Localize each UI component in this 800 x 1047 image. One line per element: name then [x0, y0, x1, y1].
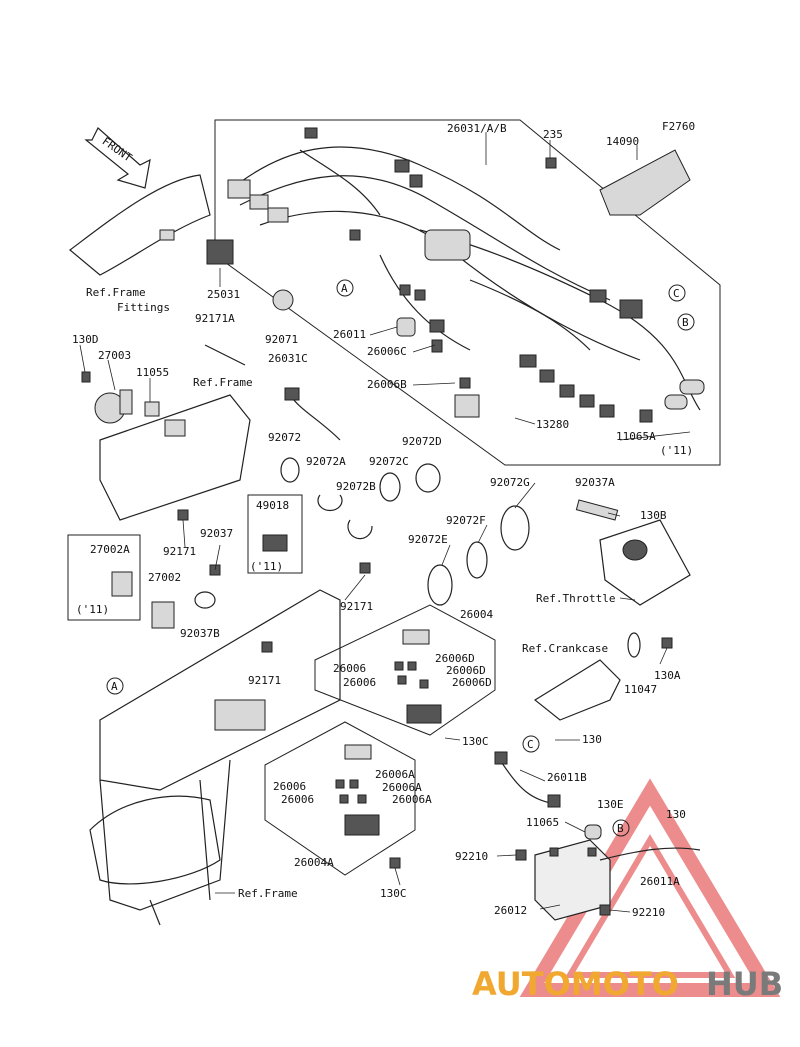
label-ref-throttle: Ref.Throttle — [536, 592, 615, 605]
label-25031: 25031 — [207, 288, 240, 301]
label-ref-crankcase: Ref.Crankcase — [522, 642, 608, 655]
part-labels: F2760 26031/A/B 235 14090 25031 Ref.Fram… — [72, 120, 695, 919]
bolt-235-shape — [545, 157, 557, 169]
label-26006-3: 26006 — [273, 780, 306, 793]
label-92072f: 92072F — [446, 514, 486, 527]
callout-b-2: B — [617, 822, 624, 835]
label-26006-1: 26006 — [333, 662, 366, 675]
label-26004a: 26004A — [294, 856, 334, 869]
watermark-part2: HUB — [706, 965, 783, 1003]
label-27002: 27002 — [148, 571, 181, 584]
label-130b: 130B — [640, 509, 667, 522]
label-130c-1: 130C — [462, 735, 489, 748]
label-27003: 27003 — [98, 349, 131, 362]
relay-27002a-box — [67, 534, 141, 621]
label-235: 235 — [543, 128, 563, 141]
label-92210-1: 92210 — [455, 850, 488, 863]
figure-code: F2760 — [662, 120, 695, 133]
label-year-11-a: ('11) — [660, 444, 693, 457]
label-92171-2: 92171 — [340, 600, 373, 613]
callout-a-2: A — [111, 680, 118, 693]
label-11055: 11055 — [136, 366, 169, 379]
grommet-92071-shape — [272, 289, 294, 311]
label-26006a-1: 26006A — [375, 768, 415, 781]
label-26012: 26012 — [494, 904, 527, 917]
callout-c-1: C — [673, 287, 680, 300]
label-92210-2: 92210 — [632, 906, 665, 919]
frame-fittings — [69, 174, 234, 276]
label-92037: 92037 — [200, 527, 233, 540]
label-130c-2: 130C — [380, 887, 407, 900]
label-26006a-2: 26006A — [382, 781, 422, 794]
lower-frame — [89, 589, 341, 926]
front-arrow-icon: FRONT — [84, 127, 151, 189]
label-130e: 130E — [597, 798, 624, 811]
callout-b-1: B — [682, 316, 689, 329]
fusebox-26004-box — [314, 604, 496, 736]
label-92072d: 92072D — [402, 435, 442, 448]
label-92171a: 92171A — [195, 312, 235, 325]
label-92171-1: 92171 — [163, 545, 196, 558]
label-27002a: 27002A — [90, 543, 130, 556]
label-26031-a-b: 26031/A/B — [447, 122, 507, 135]
label-13280: 13280 — [536, 418, 569, 431]
label-11065a: 11065A — [616, 430, 656, 443]
label-ref-frame-fittings-1: Ref.Frame — [86, 286, 146, 299]
fuse-49018-box — [247, 494, 303, 574]
label-ref-frame-fittings-2: Fittings — [117, 301, 170, 314]
main-harness — [227, 127, 705, 423]
label-92072g: 92072G — [490, 476, 530, 489]
label-26006d-3: 26006D — [452, 676, 492, 689]
label-92037a: 92037A — [575, 476, 615, 489]
watermark-text: AUTOMOTO HUB — [472, 965, 783, 1003]
callout-c-2: C — [527, 738, 534, 751]
label-26031c: 26031C — [268, 352, 308, 365]
label-26006b: 26006B — [367, 378, 407, 391]
throttle-body — [575, 499, 691, 606]
cover-14090-shape — [599, 149, 691, 216]
label-ref-frame-2: Ref.Frame — [238, 887, 298, 900]
label-26006-2: 26006 — [343, 676, 376, 689]
label-11047: 11047 — [624, 683, 657, 696]
label-year-11-b: ('11) — [250, 560, 283, 573]
label-26011: 26011 — [333, 328, 366, 341]
label-26006c: 26006C — [367, 345, 407, 358]
label-92072a: 92072A — [306, 455, 346, 468]
label-92037b: 92037B — [180, 627, 220, 640]
label-92171-3: 92171 — [248, 674, 281, 687]
fusebox-26004a-box — [264, 721, 416, 876]
label-92072e: 92072E — [408, 533, 448, 546]
label-92072b: 92072B — [336, 480, 376, 493]
battery-26012 — [515, 824, 701, 921]
label-26006a-3: 26006A — [392, 793, 432, 806]
leader-lines — [79, 132, 691, 913]
label-26004: 26004 — [460, 608, 493, 621]
bands — [280, 457, 530, 606]
label-26006d-1: 26006D — [435, 652, 475, 665]
label-130a: 130A — [654, 669, 681, 682]
label-92072c: 92072C — [369, 455, 409, 468]
horn-bracket — [81, 371, 251, 521]
callouts — [106, 279, 695, 837]
label-92071: 92071 — [265, 333, 298, 346]
label-ref-frame-1: Ref.Frame — [193, 376, 253, 389]
label-130-b: 130 — [666, 808, 686, 821]
clamp-92171a-shape — [204, 344, 246, 366]
label-26006-4: 26006 — [281, 793, 314, 806]
label-14090: 14090 — [606, 135, 639, 148]
crankcase — [533, 632, 673, 721]
label-92072: 92072 — [268, 431, 301, 444]
label-26011b: 26011B — [547, 771, 587, 784]
label-26011a: 26011A — [640, 875, 680, 888]
label-49018: 49018 — [256, 499, 289, 512]
label-130: 130 — [582, 733, 602, 746]
label-11065: 11065 — [526, 816, 559, 829]
watermark-part1: AUTOMOTO — [472, 965, 679, 1003]
callout-a-1: A — [341, 282, 348, 295]
label-130d: 130D — [72, 333, 99, 346]
label-year-11-c: ('11) — [76, 603, 109, 616]
label-26006d-2: 26006D — [446, 664, 486, 677]
